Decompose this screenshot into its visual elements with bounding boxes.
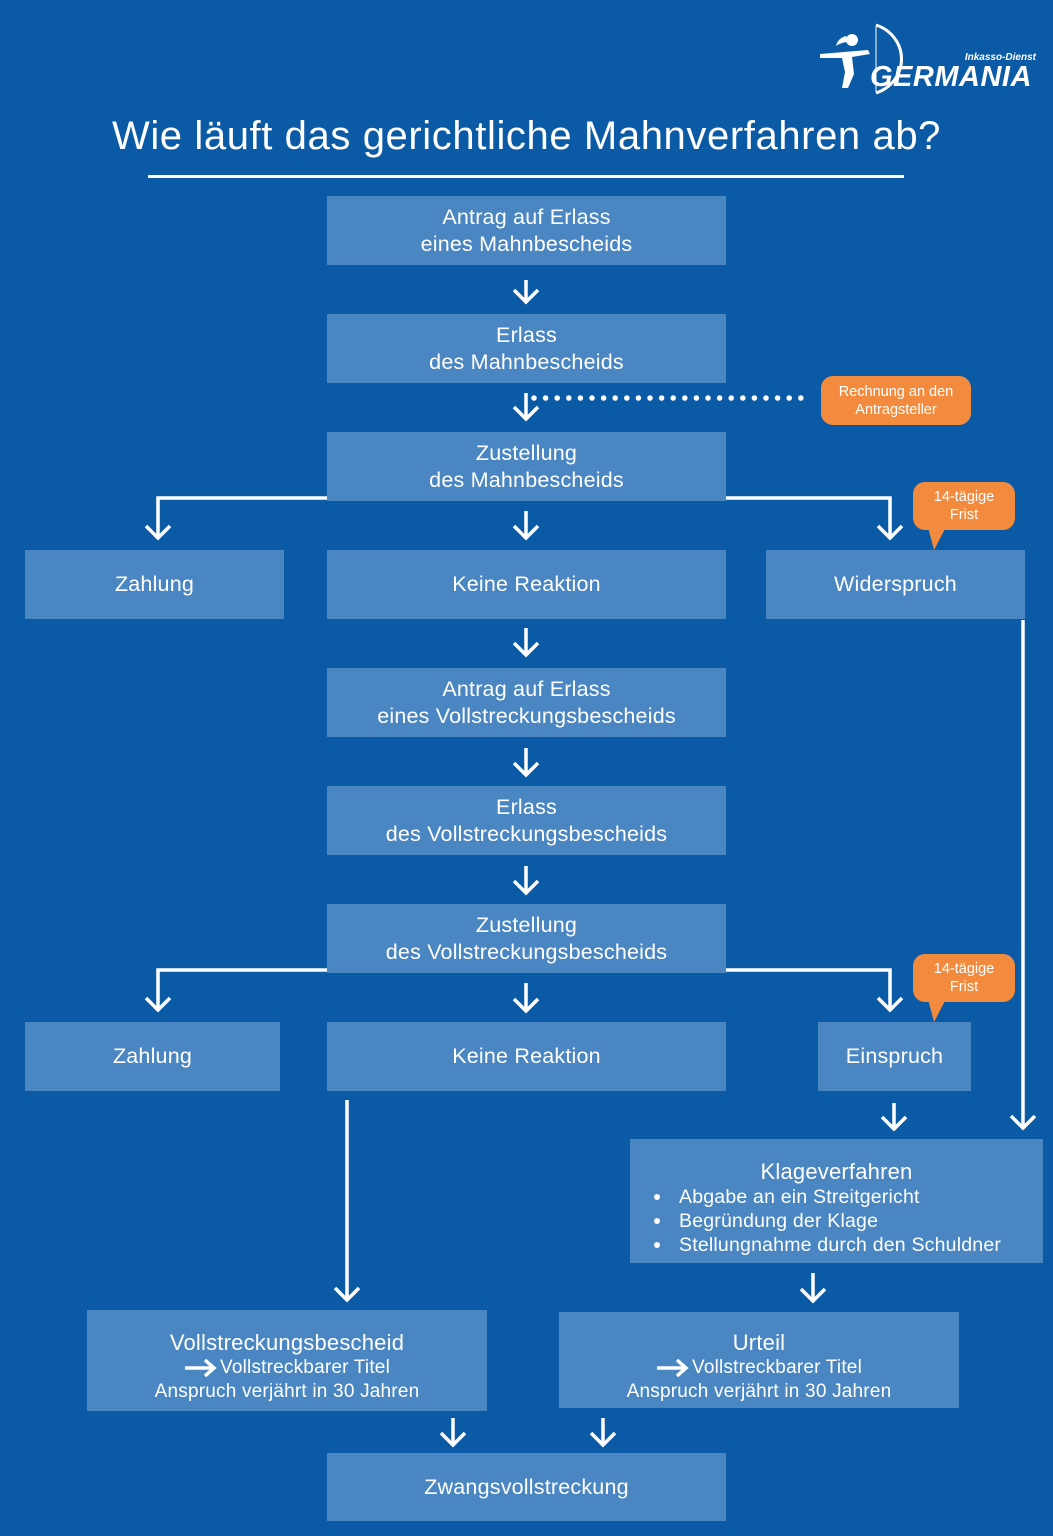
branch-arrow-zahlung-2 — [144, 968, 327, 1013]
bullet-icon — [654, 1218, 660, 1224]
down-arrow-icon — [512, 748, 540, 778]
outcome-keine-reaktion-1: Keine Reaktion — [327, 550, 726, 619]
step-line: Erlass — [496, 794, 557, 819]
step-line: des Vollstreckungsbescheids — [385, 939, 668, 964]
outcome-label: Zahlung — [114, 572, 195, 596]
callout-line: Frist — [949, 979, 979, 995]
callout-line: Antragsteller — [855, 401, 937, 418]
bullet-icon — [654, 1194, 660, 1200]
down-arrow-icon — [512, 393, 540, 422]
down-arrow-icon — [799, 1273, 827, 1304]
title-underline — [148, 175, 904, 178]
widerspruch-to-klage-arrow — [1009, 620, 1037, 1131]
outcome-label: Zahlung — [112, 1044, 193, 1068]
result-urteil: Urteil Vollstreckbarer Titel Anspruch ve… — [559, 1312, 959, 1408]
branch-arrow-widerspruch — [726, 496, 904, 541]
result-vollstreckungsbescheid: Vollstreckungsbescheid Vollstreckbarer T… — [87, 1310, 487, 1411]
result-titel-line: Vollstreckbarer Titel — [87, 1356, 487, 1380]
page-title: Wie läuft das gerichtliche Mahnverfahren… — [111, 114, 942, 158]
branch-arrow-einspruch — [726, 968, 904, 1013]
logo-tagline: Inkasso-Dienst — [964, 52, 1036, 63]
step-antrag-vollstreckungsbescheid: Antrag auf Erlass eines Vollstreckungsbe… — [327, 668, 726, 737]
outcome-label: Keine Reaktion — [452, 572, 601, 596]
step-zustellung-vollstreckungsbescheid: Zustellung des Vollstreckungsbescheids — [327, 904, 726, 973]
step-line: Zustellung — [475, 912, 578, 937]
list-item: Begründung der Klage — [630, 1209, 1043, 1233]
step-line: eines Mahnbescheids — [420, 231, 633, 256]
step-line: Erlass — [496, 322, 557, 347]
callout-frist-widerspruch: 14-tägige Frist — [913, 482, 1015, 530]
callout-line: Rechnung an den — [838, 383, 954, 400]
result-titel: Vollstreckbarer Titel — [220, 1357, 390, 1378]
step-line: des Vollstreckungsbescheids — [385, 821, 668, 846]
down-arrow-icon — [439, 1418, 467, 1448]
keine-reaktion-to-vollstreckung-arrow — [333, 1100, 361, 1303]
step-line: Antrag auf Erlass — [442, 204, 611, 229]
step-antrag-mahnbescheid: Antrag auf Erlass eines Mahnbescheids — [327, 196, 726, 265]
list-item: Abgabe an ein Streitgericht — [630, 1185, 1043, 1209]
step-line: Zustellung — [475, 440, 578, 465]
outcome-widerspruch: Widerspruch — [766, 550, 1025, 619]
step-klageverfahren: Klageverfahren Abgabe an ein Streitgeric… — [630, 1139, 1043, 1263]
down-arrow-icon — [512, 866, 540, 896]
outcome-zahlung-2: Zahlung — [25, 1022, 280, 1091]
callout-tail — [928, 527, 946, 550]
list-item-text: Abgabe an ein Streitgericht — [679, 1186, 920, 1208]
result-verjaehrung: Anspruch verjährt in 30 Jahren — [626, 1381, 892, 1402]
callout-line: 14-tägige — [933, 489, 995, 505]
result-titel: Vollstreckbarer Titel — [692, 1357, 862, 1378]
outcome-keine-reaktion-2: Keine Reaktion — [327, 1022, 726, 1091]
outcome-zahlung-1: Zahlung — [25, 550, 284, 619]
klageverfahren-title: Klageverfahren — [760, 1159, 913, 1184]
list-item-text: Begründung der Klage — [679, 1210, 879, 1232]
list-item: Stellungnahme durch den Schuldner — [630, 1233, 1043, 1257]
step-line: eines Vollstreckungsbescheids — [377, 703, 676, 728]
down-arrow-icon — [880, 1103, 908, 1132]
step-line: des Mahnbescheids — [429, 349, 624, 374]
down-arrow-icon — [512, 983, 540, 1014]
down-arrow-icon — [512, 628, 540, 658]
logo-wordmark: GERMANIA — [870, 61, 1032, 93]
outcome-label: Widerspruch — [834, 572, 957, 596]
arrow-right-icon — [185, 1358, 217, 1378]
step-line: Antrag auf Erlass — [442, 676, 611, 701]
archer-icon — [820, 23, 903, 95]
down-arrow-icon — [512, 280, 540, 305]
outcome-label: Einspruch — [845, 1044, 944, 1068]
step-line: des Mahnbescheids — [429, 467, 624, 492]
branch-arrow-zahlung-1 — [144, 496, 327, 541]
outcome-label: Keine Reaktion — [452, 1044, 601, 1068]
callout-line: Frist — [949, 507, 979, 523]
callout-line: 14-tägige — [933, 961, 995, 977]
step-zustellung-mahnbescheid: Zustellung des Mahnbescheids — [327, 432, 726, 501]
list-item-text: Stellungnahme durch den Schuldner — [679, 1234, 1002, 1256]
bullet-icon — [654, 1242, 660, 1248]
step-zwangsvollstreckung: Zwangsvollstreckung — [327, 1453, 726, 1521]
down-arrow-icon — [589, 1418, 617, 1448]
klageverfahren-list: Abgabe an ein Streitgericht Begründung d… — [630, 1185, 1043, 1257]
step-erlass-mahnbescheid: Erlass des Mahnbescheids — [327, 314, 726, 383]
callout-tail — [928, 999, 946, 1022]
down-arrow-icon — [512, 511, 540, 541]
result-verjaehrung: Anspruch verjährt in 30 Jahren — [154, 1381, 420, 1402]
arrow-right-icon — [657, 1358, 689, 1378]
callout-frist-einspruch: 14-tägige Frist — [913, 954, 1015, 1002]
callout-rechnung: Rechnung an den Antragsteller — [821, 376, 971, 425]
result-title: Vollstreckungsbescheid — [169, 1330, 405, 1355]
step-erlass-vollstreckungsbescheid: Erlass des Vollstreckungsbescheids — [327, 786, 726, 855]
result-titel-line: Vollstreckbarer Titel — [559, 1356, 959, 1380]
result-title: Urteil — [732, 1330, 786, 1355]
outcome-einspruch: Einspruch — [818, 1022, 971, 1091]
step-line: Zwangsvollstreckung — [424, 1474, 629, 1499]
